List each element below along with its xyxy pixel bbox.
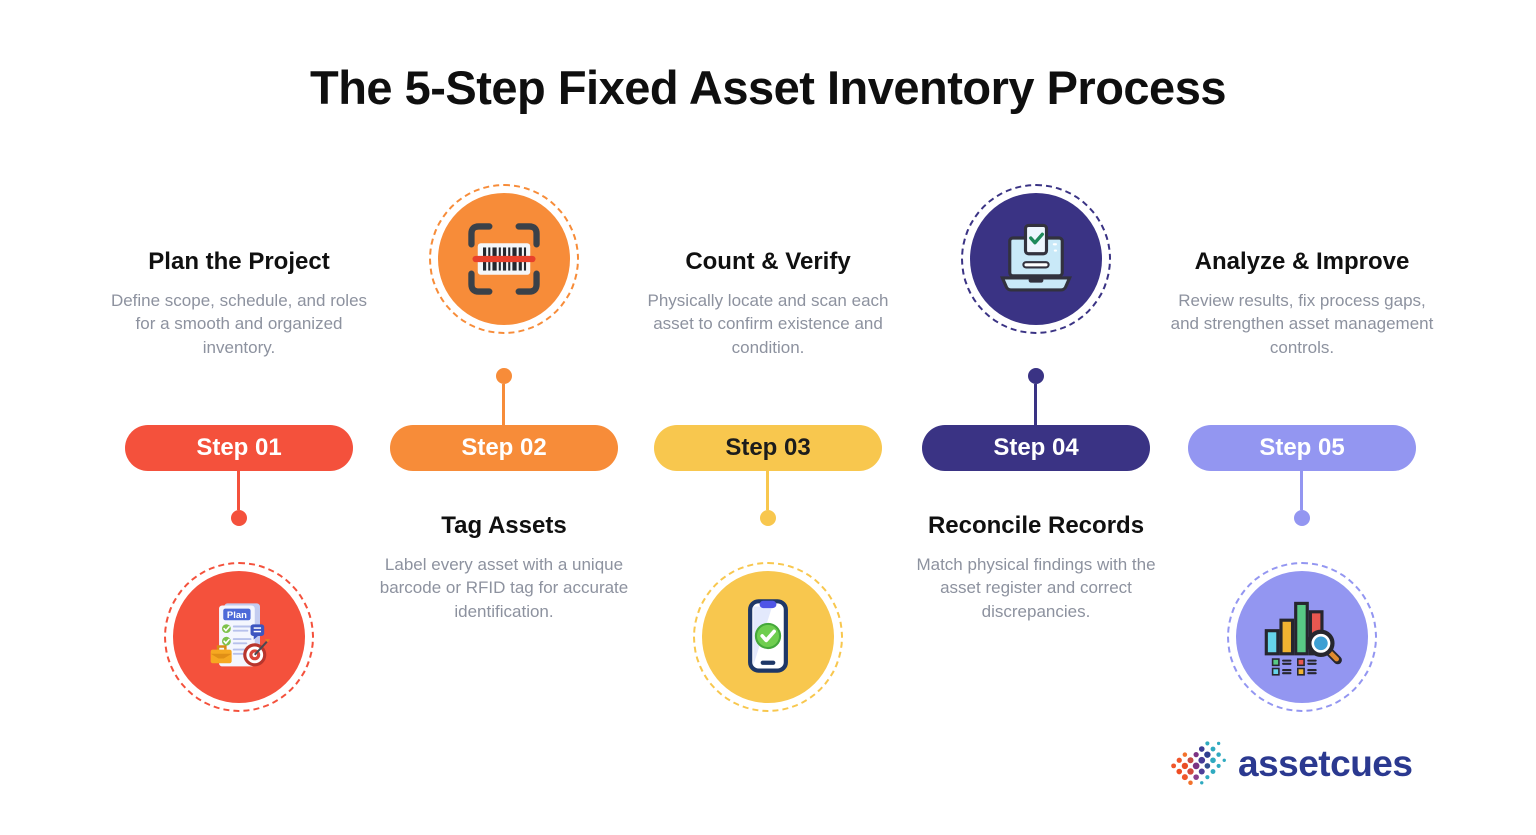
step-4-icon-circle (970, 193, 1102, 325)
step-1-description: Define scope, schedule, and roles for a … (110, 291, 368, 357)
step-3-icon-ring (693, 562, 843, 712)
step-3-pill: Step 03 (654, 425, 882, 471)
phone-check-icon (748, 599, 788, 673)
laptop-check-icon (999, 223, 1073, 292)
step-4-title: Reconcile Records (927, 512, 1145, 539)
plan-clipboard-icon: Plan (210, 603, 270, 667)
step-2-connector-dot (496, 368, 512, 384)
step-2-text-block: Tag Assets Label every asset with a uniq… (364, 512, 644, 623)
step-4-pill-label: Step 04 (993, 434, 1079, 461)
step-2-icon-ring (429, 184, 579, 334)
step-5-connector-dot (1294, 510, 1310, 526)
step-4-connector-line (1034, 384, 1037, 425)
step-2-pill-label: Step 02 (461, 434, 547, 461)
step-3-connector-dot (760, 510, 776, 526)
step-4-pill: Step 04 (922, 425, 1150, 471)
assetcues-logo: assetcues (1168, 736, 1413, 792)
page-title: The 5-Step Fixed Asset Inventory Process (310, 61, 1226, 114)
step-1-connector-dot (231, 510, 247, 526)
step-3-description: Physically locate and scan each asset to… (647, 291, 889, 357)
step-1-icon-circle: Plan (173, 571, 305, 703)
step-1-title: Plan the Project (148, 248, 330, 275)
step-3-connector-line (766, 470, 769, 510)
step-4-connector-dot (1028, 368, 1044, 384)
assetcues-logo-mark-icon (1171, 741, 1226, 785)
step-5-icon-ring (1227, 562, 1377, 712)
step-2-description: Label every asset with a unique barcode … (379, 555, 629, 621)
step-3-text-block: Count & Verify Physically locate and sca… (628, 248, 908, 359)
step-5-description: Review results, fix process gaps, and st… (1170, 291, 1434, 357)
step-1-pill: Step 01 (125, 425, 353, 471)
step-2-title: Tag Assets (441, 512, 567, 539)
step-5-pill: Step 05 (1188, 425, 1416, 471)
step-3-icon-circle (702, 571, 834, 703)
chart-magnifier-icon (1264, 601, 1342, 676)
step-2-icon-circle (438, 193, 570, 325)
step-1-text-block: Plan the Project Define scope, schedule,… (99, 248, 379, 359)
step-2-pill: Step 02 (390, 425, 618, 471)
barcode-scan-icon (468, 223, 540, 295)
step-5-text-block: Analyze & Improve Review results, fix pr… (1162, 248, 1442, 359)
step-4-description: Match physical findings with the asset r… (916, 555, 1156, 621)
step-4-text-block: Reconcile Records Match physical finding… (896, 512, 1176, 623)
step-3-pill-label: Step 03 (725, 434, 811, 461)
step-3-title: Count & Verify (685, 248, 851, 275)
step-5-connector-line (1300, 470, 1303, 510)
step-1-connector-line (237, 470, 240, 510)
step-5-icon-circle (1236, 571, 1368, 703)
step-5-title: Analyze & Improve (1194, 248, 1410, 275)
step-4-icon-ring (961, 184, 1111, 334)
step-1-pill-label: Step 01 (196, 434, 282, 461)
step-1-icon-ring: Plan (164, 562, 314, 712)
step-5-pill-label: Step 05 (1259, 434, 1345, 461)
step-2-connector-line (502, 384, 505, 425)
svg-text:Plan: Plan (227, 610, 247, 621)
assetcues-logo-text: assetcues (1238, 743, 1413, 784)
